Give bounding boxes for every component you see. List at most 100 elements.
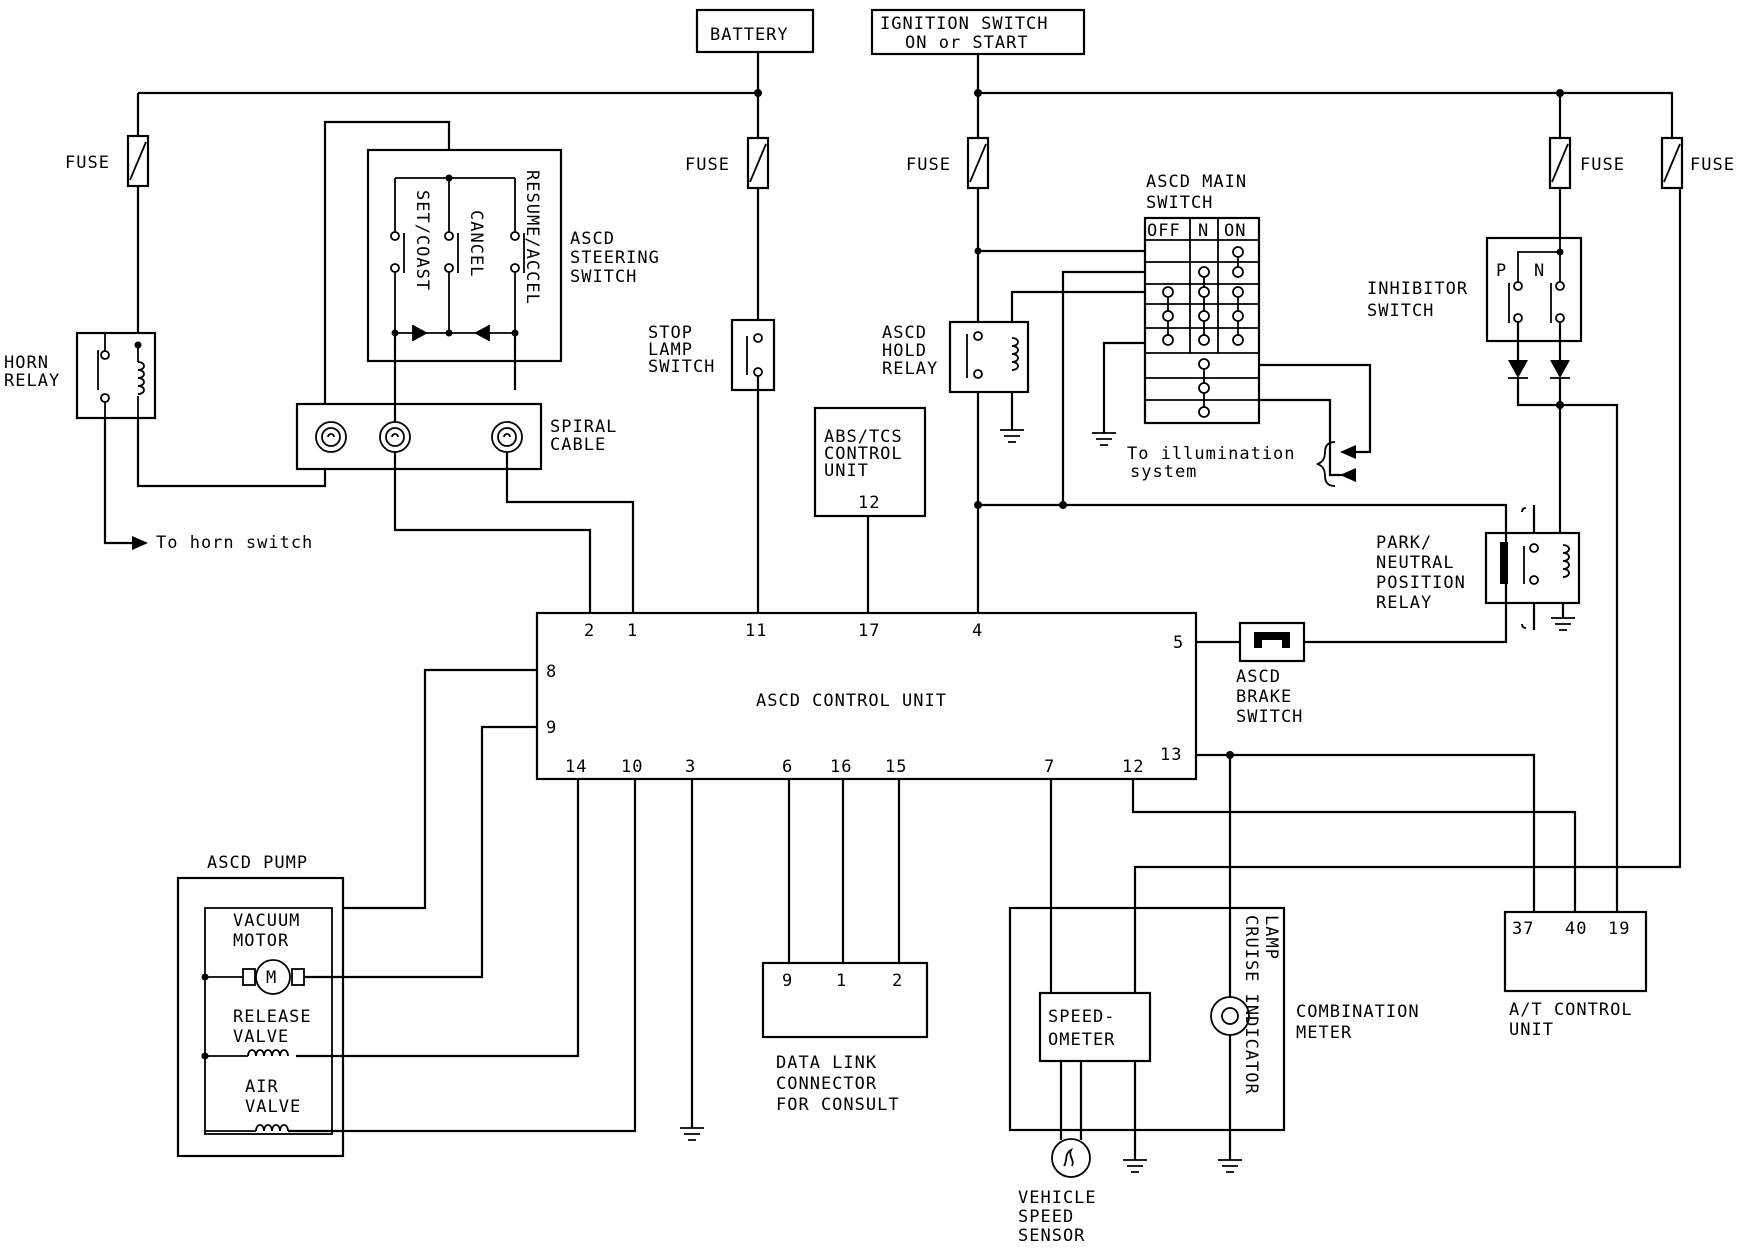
fuse-stop-lamp: FUSE [685,136,770,190]
vss-label-1: VEHICLE [1018,1188,1097,1208]
battery-bus [138,52,762,138]
fuse-horn: FUSE [65,93,150,188]
pin-1: 1 [627,621,638,641]
hold-relay-label-3: RELAY [882,359,938,379]
cruise-lamp-label-2: LAMP [1261,915,1281,960]
brake-switch-label-1: ASCD [1236,667,1281,687]
hold-relay-label-2: HOLD [882,341,927,361]
abs-label-3: UNIT [824,461,869,481]
at-pin-37: 37 [1512,919,1534,939]
hold-relay-label-1: ASCD [882,323,927,343]
combination-meter-label-2: METER [1296,1023,1352,1043]
inhibitor-switch: P N INHIBITOR SWITCH [1367,188,1619,885]
stop-lamp-label-2: LAMP [648,340,693,360]
ascd-hold-relay: ASCD HOLD RELAY [882,188,1148,613]
battery-label: BATTERY [710,25,789,45]
dlc-label-3: FOR CONSULT [776,1095,900,1115]
pin3-ground [680,779,704,1141]
at-pin-40: 40 [1565,919,1587,939]
pin-14: 14 [565,757,587,777]
pin-9: 9 [546,718,557,738]
pin-11: 11 [745,621,767,641]
park-relay-label-3: POSITION [1376,573,1466,593]
main-switch-n: N [1198,221,1209,241]
fuse-label: FUSE [1580,155,1625,175]
pin-12: 12 [1122,757,1144,777]
release-valve-label-2: VALVE [233,1027,289,1047]
abs-tcs-control-unit: ABS/TCS CONTROL UNIT 12 [813,406,927,613]
release-valve-label-1: RELEASE [233,1007,312,1027]
cancel-label: CANCEL [466,210,486,277]
horn-relay-to-spiral [136,120,451,488]
park-neutral-position-relay: PARK/ NEUTRAL POSITION RELAY [978,503,1581,644]
vacuum-motor-label-2: MOTOR [233,931,289,951]
park-relay-label-2: NEUTRAL [1376,553,1455,573]
control-unit-label: ASCD CONTROL UNIT [756,691,947,711]
abs-label-1: ABS/TCS [824,427,903,447]
dlc-pin-2: 2 [892,971,903,991]
inhibitor-label-1: INHIBITOR [1367,279,1468,299]
pin-2: 2 [584,621,595,641]
abs-pin: 12 [858,493,880,513]
ascd-pump: ASCD PUMP VACUUM MOTOR M RELEASE VALVE A… [176,668,637,1158]
pin-6: 6 [782,757,793,777]
inhibitor-p: P [1496,261,1507,281]
horn-switch-lead: To horn switch [103,418,313,553]
steering-switch-label-1: ASCD [570,229,615,249]
ignition-switch-source: IGNITION SWITCH ON or START [870,8,1086,56]
spiral-cable: SPIRAL CABLE [295,402,617,471]
stop-lamp-label-1: STOP [648,323,693,343]
steering-switch-label-2: STEERING [570,248,660,268]
main-switch-off: OFF [1147,221,1181,241]
ascd-steering-switch: SET/COAST CANCEL RESUME/ACCEL ASCD STEER… [366,148,660,363]
ignition-label-2: ON or START [905,33,1029,53]
to-horn-switch-label: To horn switch [156,533,313,553]
resume-accel-label: RESUME/ACCEL [522,170,542,305]
pump-title: ASCD PUMP [207,853,308,873]
wire-pin2 [393,333,592,613]
horn-relay-label-2: RELAY [4,371,60,391]
vss-label-3: SENSOR [1018,1226,1085,1246]
wire-pin1 [505,333,635,613]
abs-label-2: CONTROL [824,444,903,464]
data-link-connector: 9 1 2 DATA LINK CONNECTOR FOR CONSULT [761,779,929,1115]
speedometer-label-1: SPEED- [1048,1007,1115,1027]
fuse-label: FUSE [685,155,730,175]
spiral-cable-label-1: SPIRAL [550,417,617,437]
speedometer-label-2: OMETER [1048,1030,1115,1050]
air-valve-label-1: AIR [245,1077,279,1097]
pin-5: 5 [1173,633,1184,653]
pin-10: 10 [621,757,643,777]
pin-8: 8 [546,662,557,682]
inhibitor-n: N [1534,261,1545,281]
vss-label-2: SPEED [1018,1207,1074,1227]
pin-4: 4 [972,621,983,641]
brake-switch-label-2: BRAKE [1236,687,1292,707]
main-switch-label-2: SWITCH [1146,193,1213,213]
fuse-ignition: FUSE [906,136,990,190]
main-switch-on: ON [1224,221,1246,241]
illumination-label-2: system [1130,462,1197,482]
dlc-pin-9: 9 [782,971,793,991]
inhibitor-label-2: SWITCH [1367,301,1434,321]
pin-16: 16 [830,757,852,777]
illumination-label-1: To illumination [1127,444,1296,464]
park-relay-label-4: RELAY [1376,593,1432,613]
dlc-pin-1: 1 [836,971,847,991]
pin-7: 7 [1044,757,1055,777]
at-control-label-1: A/T CONTROL [1509,1000,1633,1020]
air-valve-label-2: VALVE [245,1097,301,1117]
pin-17: 17 [858,621,880,641]
spiral-cable-label-2: CABLE [550,435,606,455]
battery-source: BATTERY [695,8,815,54]
pin-15: 15 [885,757,907,777]
combination-meter-label-1: COMBINATION [1296,1002,1420,1022]
steering-switch-label-3: SWITCH [570,267,637,287]
ignition-label-1: IGNITION SWITCH [880,14,1049,34]
combination-meter: SPEED- OMETER VEHICLE SPEED SENSOR CRUIS… [1008,188,1682,1246]
at-control-unit: 37 40 19 A/T CONTROL UNIT [1131,753,1648,1040]
set-coast-label: SET/COAST [412,190,432,291]
pin-13: 13 [1160,745,1182,765]
vacuum-motor-label-1: VACUUM [233,911,300,931]
